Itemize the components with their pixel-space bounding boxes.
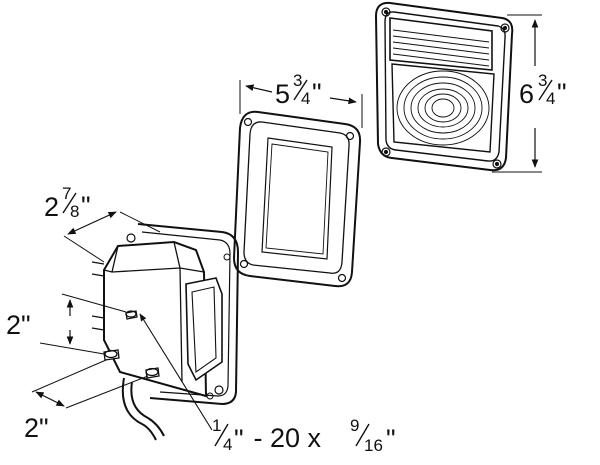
svg-text:6: 6 [519,79,534,109]
svg-text:7: 7 [62,184,71,203]
svg-text:3: 3 [538,71,547,90]
svg-text:4: 4 [301,89,310,108]
svg-text:16: 16 [364,436,383,455]
width-dimension-label: 5 3 4 " [275,71,322,109]
mounting-studs [91,261,160,379]
svg-text:5: 5 [275,79,290,109]
depth-dimension-lines [63,211,161,263]
svg-text:9: 9 [350,416,359,435]
svg-text:4: 4 [546,89,555,108]
svg-text:3: 3 [293,71,302,90]
lens-assembly [374,1,514,172]
height-dimension-lines [492,14,542,173]
svg-text:": " [234,424,244,454]
lens-reflector-ribs [392,29,490,67]
thread-callout-leader [139,313,213,431]
stud-horizontal-dimension-lines [31,359,149,409]
width-dimension-lines [239,80,363,128]
thread-spec-label: 1 4 " - 20 x 9 16 " [212,416,396,455]
depth-dimension-label: 2 7 8 " [44,184,91,222]
svg-text:": " [557,78,567,108]
lens-fresnel-rings [396,70,490,146]
svg-text:": " [312,78,322,108]
stud-vertical-dimension-label: 2" [6,310,31,340]
svg-text:": " [386,424,396,454]
svg-text:4: 4 [223,435,232,454]
gasket [232,110,362,288]
housing [91,223,240,441]
gasket-holes [239,117,355,283]
svg-text:- 20 x: - 20 x [246,423,329,453]
height-dimension-label: 6 3 4 " [519,71,567,109]
stud-horizontal-dimension-label: 2" [24,413,49,443]
stud-vertical-dimension-lines [39,293,127,355]
svg-text:2: 2 [44,192,59,222]
lens-screws [381,7,510,169]
svg-text:8: 8 [70,202,79,221]
svg-text:": " [81,191,91,221]
svg-text:1: 1 [212,416,221,435]
